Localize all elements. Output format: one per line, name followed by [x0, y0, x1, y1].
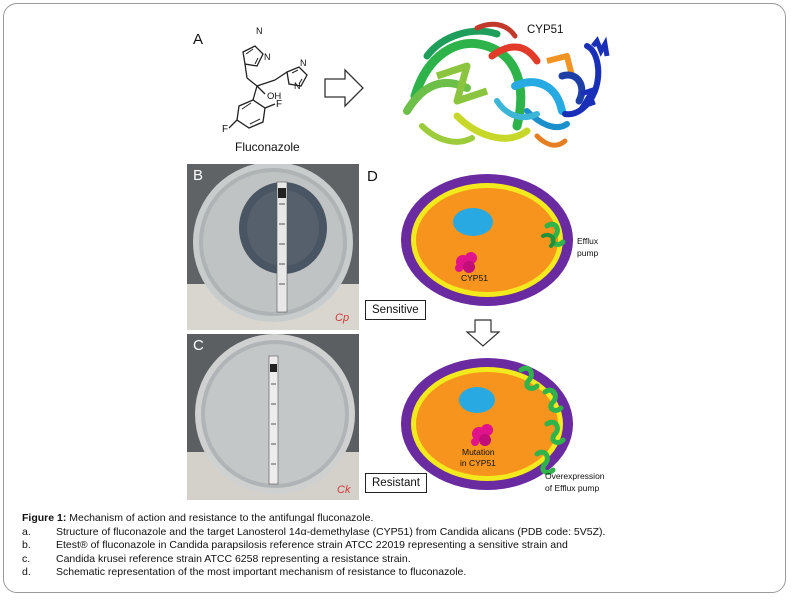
efflux-pumps-icon — [518, 365, 566, 475]
efflux-pump-icon — [541, 221, 566, 248]
triazole-n-top-1: N — [256, 26, 263, 36]
fluconazole-structure — [228, 45, 308, 129]
caption-item-c: c.Candida krusei reference strain ATCC 6… — [22, 552, 411, 565]
figure-caption: Figure 1: Mechanism of action and resist… — [22, 512, 762, 580]
panel-a-letter: A — [193, 31, 204, 48]
cyp51-protein-icon — [455, 252, 477, 273]
figure-panel: A N N N N OH F F Fluconazole — [175, 14, 612, 500]
cyp51-label: CYP51 — [527, 24, 564, 36]
efflux-label-line1: Efflux — [577, 236, 599, 246]
caption-title-bold: Figure 1: — [22, 512, 67, 524]
fluorine-top-label: F — [276, 99, 283, 110]
cyp51-small-label: CYP51 — [461, 273, 488, 283]
caption-item-b: b.Etest® of fluconazole in Candida parap… — [22, 539, 568, 552]
caption-title-rest: Mechanism of action and resistance to th… — [66, 512, 374, 524]
sensitive-label: Sensitive — [365, 300, 426, 320]
panel-c-letter: C — [193, 337, 204, 354]
caption-title: Figure 1: Mechanism of action and resist… — [22, 512, 762, 526]
down-arrow-icon — [465, 319, 501, 347]
mutation-label-line2: in CYP51 — [460, 458, 496, 468]
resistant-label: Resistant — [365, 473, 427, 493]
mutated-cyp51-icon — [471, 424, 493, 446]
triazole-n-right-2: N — [294, 81, 301, 91]
mutation-label-line1: Mutation — [462, 447, 495, 457]
fluconazole-label: Fluconazole — [235, 140, 300, 154]
overexpression-label-line1: Overexpression — [545, 471, 605, 481]
fluorine-bottom-label: F — [222, 124, 229, 135]
caption-item-d: d.Schematic representation of the most i… — [22, 566, 467, 579]
plate-mark-b: Cp — [335, 312, 350, 324]
sensitive-cell-diagram — [401, 174, 573, 306]
right-arrow-icon — [324, 68, 364, 108]
panel-b-letter: B — [193, 167, 204, 184]
cyp51-protein-structure — [403, 21, 610, 148]
triazole-n-right-1: N — [300, 58, 307, 68]
caption-item-a: a.Structure of fluconazole and the targe… — [22, 525, 606, 538]
triazole-n-top-2: N — [264, 52, 271, 62]
plate-mark-c: Ck — [337, 484, 351, 496]
etest-plate-resistant-photo: C Ck — [187, 334, 359, 500]
oh-label: OH — [267, 91, 282, 102]
etest-plate-sensitive-photo: B Cp — [187, 164, 359, 330]
overexpression-label-line2: of Efflux pump — [545, 483, 600, 493]
resistant-cell-diagram — [401, 358, 573, 490]
efflux-label-line2: pump — [577, 248, 599, 258]
panel-d-letter: D — [367, 168, 378, 185]
